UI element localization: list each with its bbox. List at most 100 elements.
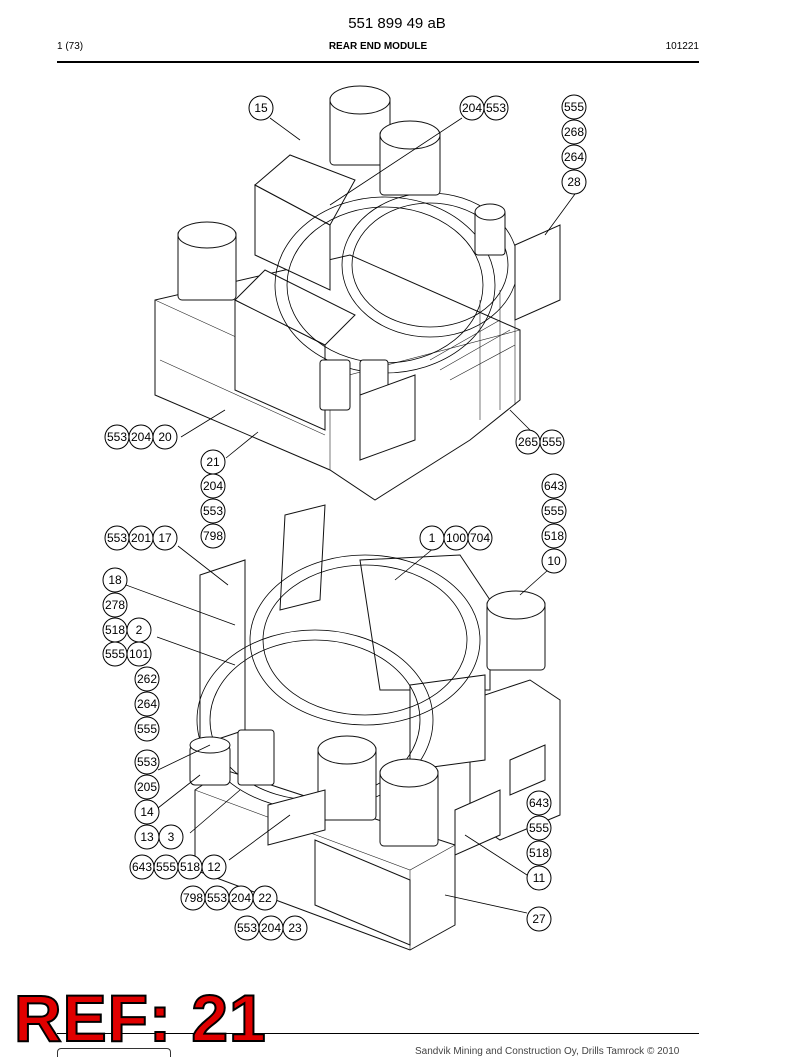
callout-group: 204 — [200, 473, 226, 499]
callout-label: 22 — [258, 891, 272, 905]
callout-label: 21 — [206, 455, 220, 469]
callout-label: 555 — [529, 821, 549, 835]
callout-circle — [483, 95, 509, 121]
footer-rule — [57, 1033, 699, 1034]
callout-group: 27 — [526, 906, 552, 932]
callout-circle — [102, 592, 128, 618]
callout-group: 555 — [526, 815, 552, 841]
callout-group: 553 204 23 — [234, 915, 308, 941]
callout-label: 2 — [136, 623, 143, 637]
callout-circle — [561, 119, 587, 145]
callout-circle — [134, 716, 160, 742]
callout-label: 204 — [231, 891, 251, 905]
callout-circle — [200, 473, 226, 499]
callout-circle — [200, 523, 226, 549]
document-number: 551 899 49 aB — [348, 15, 446, 32]
callout-group: 278 — [102, 592, 128, 618]
callout-group: 798 — [200, 523, 226, 549]
callout-label: 20 — [158, 430, 172, 444]
callout-label: 518 — [180, 860, 200, 874]
callout-label: 100 — [446, 531, 466, 545]
callout-group: 14 — [134, 799, 160, 825]
callout-label: 204 — [462, 101, 482, 115]
callout-label: 15 — [254, 101, 268, 115]
callout-label: 278 — [105, 598, 125, 612]
callout-circle — [526, 840, 552, 866]
callout-group: 262 — [134, 666, 160, 692]
date-code: 101221 — [665, 41, 699, 52]
callout-group: 643 — [526, 790, 552, 816]
callout-circle — [252, 885, 278, 911]
callout-label: 553 — [237, 921, 257, 935]
callout-label: 101 — [129, 647, 149, 661]
callout-label: 17 — [158, 531, 172, 545]
callout-group: 18 — [102, 567, 128, 593]
callout-label: 201 — [131, 531, 151, 545]
callout-group: 643 — [541, 473, 567, 499]
callout-group: 555 101 — [102, 641, 152, 667]
callout-label: 23 — [288, 921, 302, 935]
callout-circle — [158, 824, 184, 850]
callout-label: 555 — [156, 860, 176, 874]
header-rule — [57, 61, 699, 63]
callout-circle — [126, 641, 152, 667]
callout-circle — [561, 94, 587, 120]
callout-circle — [248, 95, 274, 121]
callout-circle — [561, 144, 587, 170]
callout-label: 18 — [108, 573, 122, 587]
callout-label: 553 — [486, 101, 506, 115]
callout-circle — [526, 865, 552, 891]
callout-label: 553 — [137, 755, 157, 769]
callout-label: 555 — [542, 435, 562, 449]
callout-label: 14 — [140, 805, 154, 819]
callout-circle — [526, 815, 552, 841]
callout-label: 268 — [564, 125, 584, 139]
callout-group: 205 — [134, 774, 160, 800]
callout-circle — [561, 169, 587, 195]
callout-group: 555 — [541, 498, 567, 524]
callout-circle — [200, 498, 226, 524]
callout-group: 10 — [541, 548, 567, 574]
callout-label: 12 — [207, 860, 221, 874]
page-title: REAR END MODULE — [328, 41, 428, 52]
callout-circle — [152, 424, 178, 450]
callout-circle — [541, 548, 567, 574]
callout-label: 555 — [564, 100, 584, 114]
callout-label: 205 — [137, 780, 157, 794]
callout-group: 264 — [134, 691, 160, 717]
callout-group: 555 — [561, 94, 587, 120]
callout-group: 264 — [561, 144, 587, 170]
callout-circle — [539, 429, 565, 455]
callout-label: 798 — [203, 529, 223, 543]
callout-group: 553 — [200, 498, 226, 524]
callout-circle — [526, 790, 552, 816]
callout-label: 555 — [105, 647, 125, 661]
callout-circle — [134, 691, 160, 717]
callout-circle — [541, 523, 567, 549]
callout-label: 518 — [529, 846, 549, 860]
footer-copyright: Sandvik Mining and Construction Oy, Dril… — [415, 1046, 680, 1057]
callout-label: 13 — [140, 830, 154, 844]
callout-circle — [541, 498, 567, 524]
callout-group: 21 — [200, 449, 226, 475]
callout-group: 643 555 518 12 — [129, 854, 227, 880]
callout-label: 204 — [203, 479, 223, 493]
callout-label: 264 — [137, 697, 157, 711]
top-leader-lines — [180, 117, 576, 459]
callout-label: 643 — [132, 860, 152, 874]
callout-circle — [134, 799, 160, 825]
callout-group: 268 — [561, 119, 587, 145]
callout-group: 553 — [134, 749, 160, 775]
callout-label: 555 — [544, 504, 564, 518]
callout-label: 265 — [518, 435, 538, 449]
callout-group: 518 — [541, 523, 567, 549]
callout-group: 555 — [134, 716, 160, 742]
callout-label: 204 — [261, 921, 281, 935]
callout-group: 265 555 — [515, 429, 565, 455]
